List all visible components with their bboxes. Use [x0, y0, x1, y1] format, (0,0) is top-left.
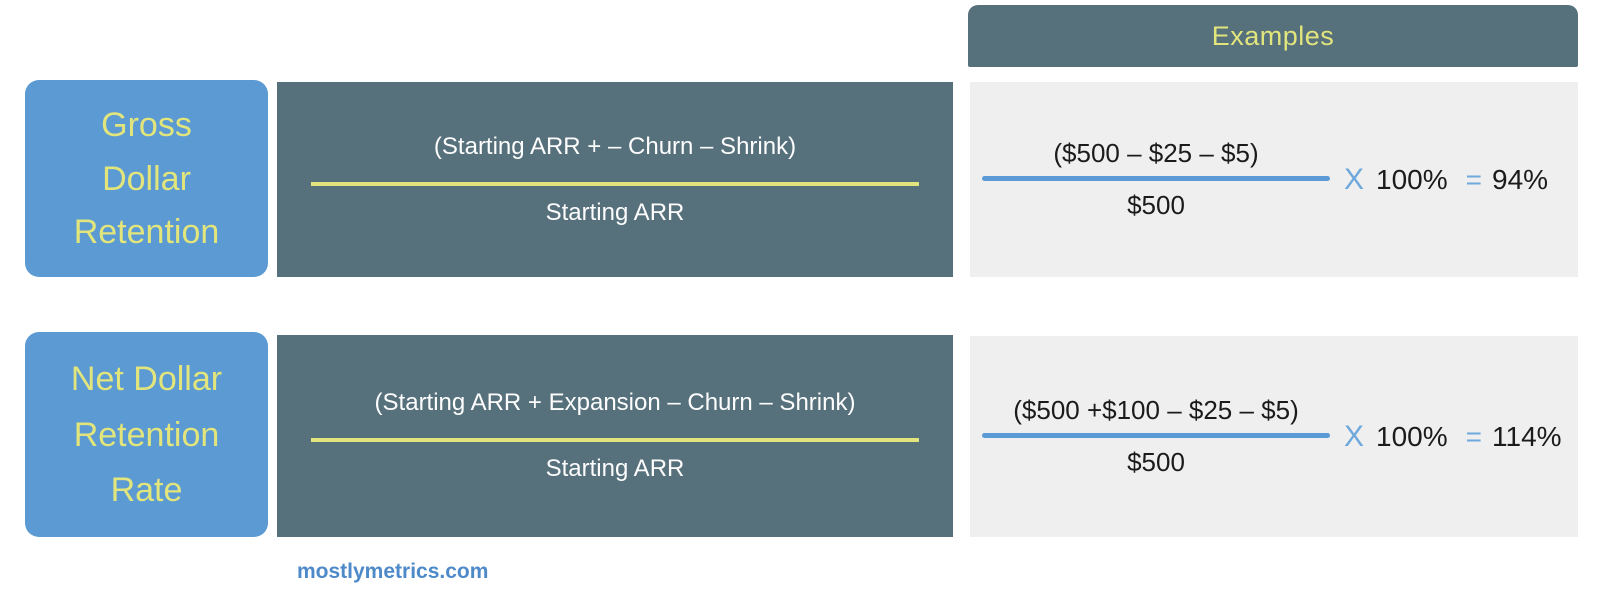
percent-factor: 100% — [1376, 420, 1448, 452]
metric-label-line: Dollar — [102, 159, 191, 198]
multiply-operator: X — [1344, 162, 1365, 196]
examples-header-label: Examples — [1211, 20, 1335, 51]
examples-header: Examples — [968, 5, 1578, 67]
result-value: 94% — [1492, 163, 1549, 195]
multiply-operator: X — [1344, 419, 1365, 453]
fraction-divider-line — [310, 181, 920, 186]
example-box-net-dollar-retention-rate: ($500 +$100 – $25 – $5) $500 X 100% = 11… — [970, 336, 1578, 537]
formula-denominator: Starting ARR — [545, 455, 685, 482]
example-denominator: $500 — [1127, 190, 1185, 220]
formula-denominator: Starting ARR — [545, 198, 685, 226]
example-fraction: ($500 – $25 – $5) $500 — [982, 138, 1330, 221]
metric-label-line: Gross — [101, 105, 192, 144]
formula-numerator: (Starting ARR + Expansion – Churn – Shri… — [374, 389, 856, 416]
example-numerator: ($500 +$100 – $25 – $5) — [1013, 395, 1299, 425]
example-fraction: ($500 +$100 – $25 – $5) $500 — [982, 395, 1330, 478]
footer-link[interactable]: mostlymetrics.com — [297, 560, 489, 583]
equals-operator: = — [1465, 420, 1482, 452]
fraction-divider-line — [310, 438, 920, 442]
example-numerator: ($500 – $25 – $5) — [1053, 138, 1259, 168]
formula-box-net-dollar-retention-rate: (Starting ARR + Expansion – Churn – Shri… — [277, 335, 953, 537]
equals-operator: = — [1465, 163, 1482, 195]
formula-numerator: (Starting ARR + – Churn – Shrink) — [433, 132, 797, 160]
example-box-gross-dollar-retention: ($500 – $25 – $5) $500 X 100% = 94% — [970, 82, 1578, 277]
metric-label-line: Net Dollar — [70, 359, 223, 398]
formula-box-gross-dollar-retention: (Starting ARR + – Churn – Shrink) Starti… — [277, 82, 953, 277]
metric-label-line: Retention — [73, 213, 220, 252]
example-denominator: $500 — [1127, 447, 1185, 477]
fraction-divider-line — [982, 433, 1330, 438]
metric-label-line: Rate — [110, 471, 183, 510]
fraction-divider-line — [982, 176, 1330, 181]
percent-factor: 100% — [1376, 163, 1448, 195]
metric-label-net-dollar-retention-rate: Net Dollar Retention Rate — [25, 332, 268, 537]
metric-label-gross-dollar-retention: Gross Dollar Retention — [25, 80, 268, 277]
result-value: 114% — [1492, 420, 1562, 452]
metric-label-line: Retention — [73, 415, 220, 454]
